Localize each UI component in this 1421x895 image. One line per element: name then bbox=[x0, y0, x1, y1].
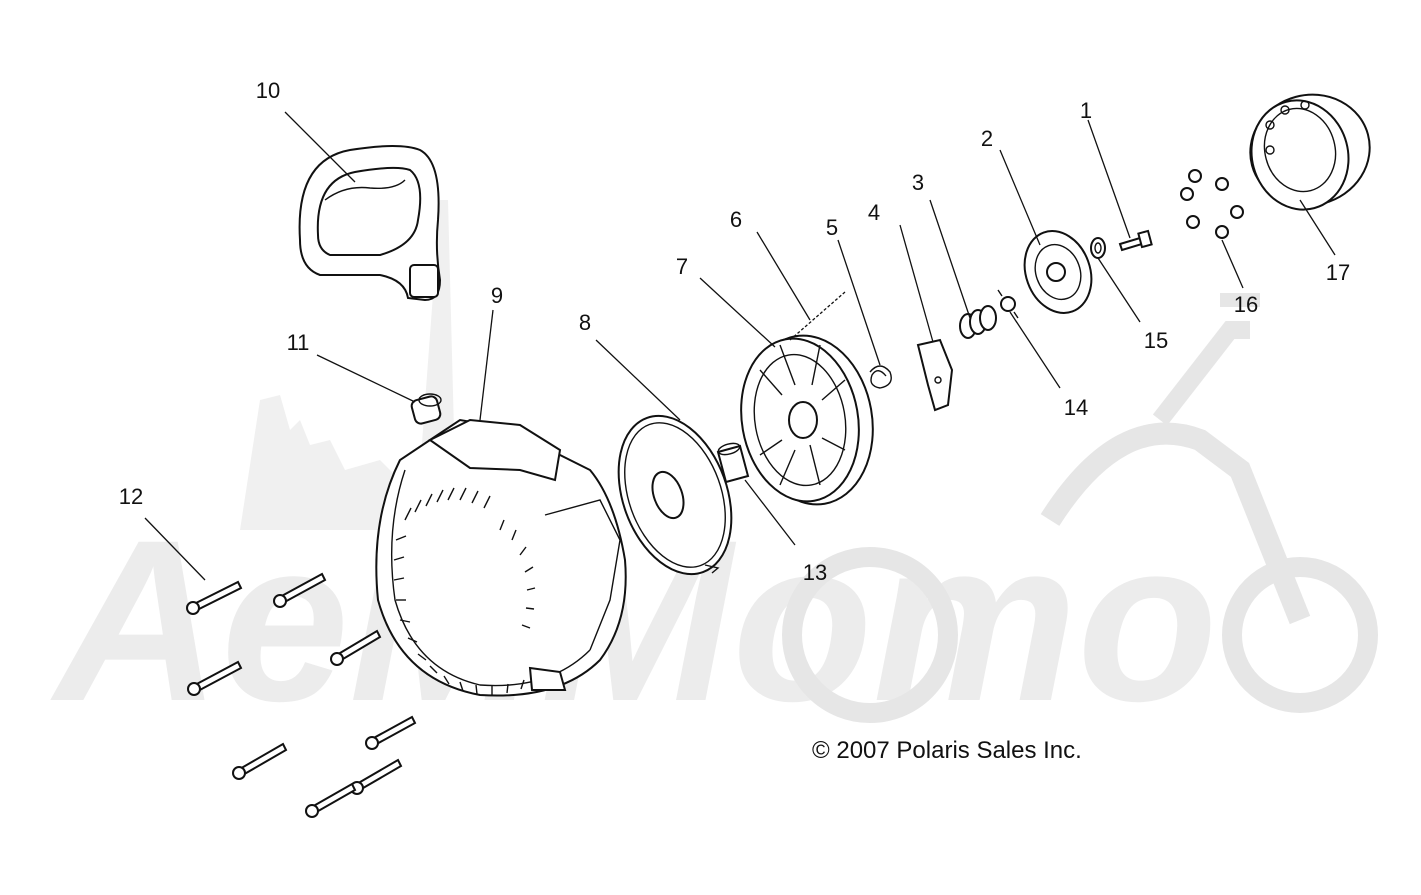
leader-lines bbox=[144, 111, 1336, 581]
copyright-text: © 2007 Polaris Sales Inc. bbox=[812, 737, 1082, 764]
part-6-rope bbox=[789, 291, 846, 341]
callout-15: 15 bbox=[1144, 328, 1168, 353]
part-9-housing bbox=[375, 418, 627, 697]
callout-13: 13 bbox=[803, 560, 827, 585]
watermark-text: AeMMomo bbox=[50, 492, 1218, 749]
part-8-spring-plate bbox=[617, 414, 733, 576]
part-12-bolts bbox=[186, 572, 417, 818]
part-1-bolt bbox=[1118, 229, 1153, 252]
watermark-logo: AeMMomo bbox=[50, 200, 1378, 749]
part-3-spring bbox=[959, 305, 997, 339]
part-14-clip bbox=[997, 289, 1019, 319]
callout-3: 3 bbox=[912, 170, 924, 195]
callout-6: 6 bbox=[730, 207, 742, 232]
callout-7: 7 bbox=[676, 254, 688, 279]
part-16-nuts bbox=[1180, 169, 1244, 239]
part-11-plug bbox=[410, 393, 442, 425]
callout-10: 10 bbox=[256, 78, 280, 103]
callout-8: 8 bbox=[579, 310, 591, 335]
callout-2: 2 bbox=[981, 126, 993, 151]
part-13-bushing bbox=[716, 442, 750, 484]
callout-17: 17 bbox=[1326, 260, 1350, 285]
callouts: 1 2 3 4 5 6 7 8 9 10 11 12 13 14 15 16 1… bbox=[119, 78, 1350, 585]
callout-5: 5 bbox=[826, 215, 838, 240]
part-17-cup bbox=[1249, 93, 1371, 211]
callout-16: 16 bbox=[1234, 292, 1258, 317]
part-7-pulley bbox=[740, 334, 874, 506]
callout-14: 14 bbox=[1064, 395, 1088, 420]
callout-12: 12 bbox=[119, 484, 143, 509]
part-4-pawl bbox=[916, 338, 954, 412]
callout-1: 1 bbox=[1080, 98, 1092, 123]
part-10-handle bbox=[298, 145, 442, 302]
part-5-spring bbox=[869, 365, 892, 389]
callout-9: 9 bbox=[491, 283, 503, 308]
callout-4: 4 bbox=[868, 200, 880, 225]
callout-11: 11 bbox=[287, 330, 310, 355]
watermark-motorcycle bbox=[782, 293, 1378, 723]
part-2-plate bbox=[1023, 230, 1093, 314]
part-15-washer bbox=[1090, 237, 1106, 259]
